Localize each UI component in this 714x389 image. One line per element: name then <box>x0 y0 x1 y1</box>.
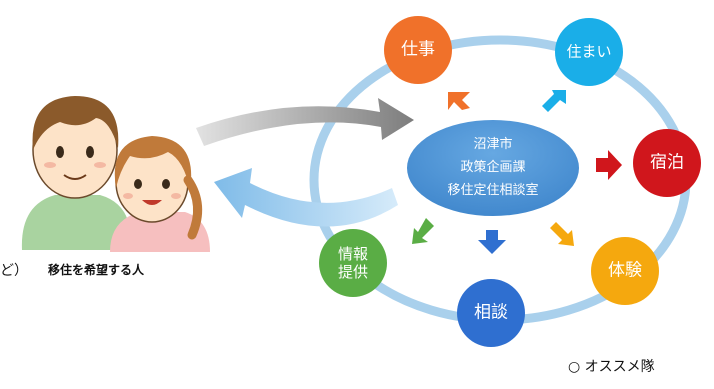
left-caption-partial: ど） <box>0 263 28 279</box>
woman-figure <box>110 136 210 252</box>
arrow-to-shukuhaku <box>596 150 622 180</box>
node-shigoto-label: 仕事 <box>401 39 435 60</box>
blue-arrow-to-people <box>214 168 398 227</box>
node-shukuhaku-label: 宿泊 <box>650 152 684 173</box>
arrow-to-shigoto <box>448 92 470 110</box>
center-line-3: 移住定住相談室 <box>447 182 539 198</box>
node-soudan-label: 相談 <box>474 302 508 323</box>
center-office-label: 沼津市 政策企画課 移住定住相談室 <box>447 134 538 202</box>
bottom-note: ○ オススメ隊 <box>568 359 655 375</box>
node-taiken-label: 体験 <box>608 260 642 281</box>
node-jouhou-label: 情報 提供 <box>338 245 368 281</box>
node-sumai-circle <box>555 18 623 86</box>
center-line-1: 沼津市 <box>473 136 513 152</box>
people-illustration <box>21 96 210 252</box>
left-caption-main: 移住を希望する人 <box>48 263 145 277</box>
node-shigoto-circle <box>384 16 452 84</box>
node-taiken-circle <box>591 237 659 305</box>
direction-arrows <box>412 90 622 254</box>
node-jouhou-circle <box>319 229 387 297</box>
center-line-2: 政策企画課 <box>460 159 526 175</box>
center-office-ellipse <box>407 120 579 216</box>
node-jouhou-line-1: 情報 <box>337 245 369 263</box>
node-soudan-circle <box>457 279 525 347</box>
node-sumai-label: 住まい <box>566 42 612 61</box>
node-shukuhaku-circle <box>633 129 701 197</box>
arrow-to-soudan <box>478 230 506 254</box>
gray-arrow-to-center <box>196 98 414 146</box>
man-figure <box>21 96 131 250</box>
arrow-to-sumai <box>542 90 566 112</box>
node-jouhou-line-2: 提供 <box>337 263 369 281</box>
arrow-to-jouhou <box>412 218 434 244</box>
arrow-to-taiken <box>550 222 574 246</box>
